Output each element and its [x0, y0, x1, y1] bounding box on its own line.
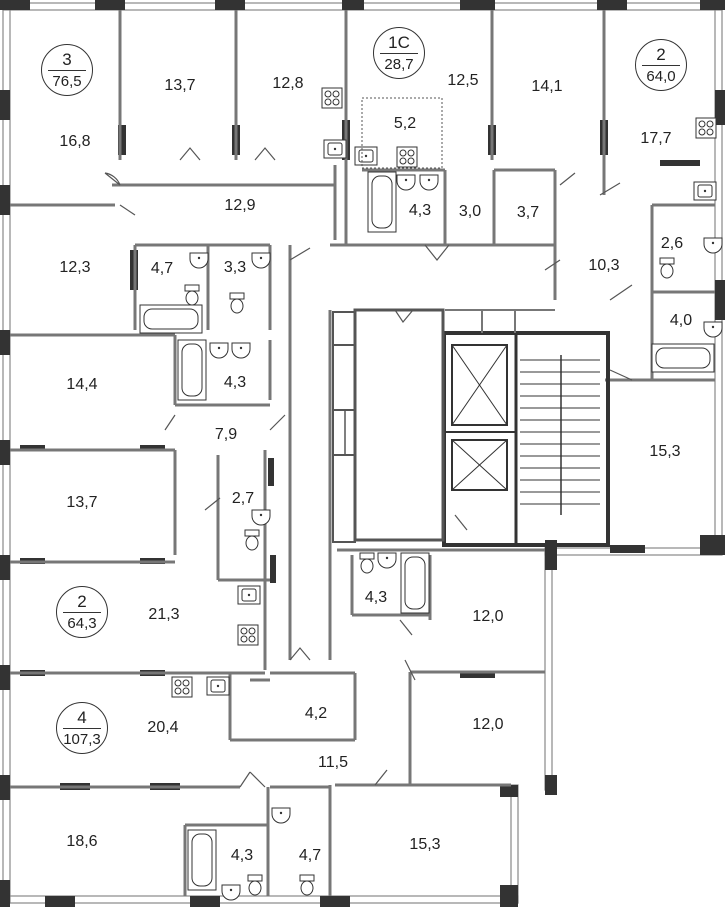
room-area-label: 12,3 [59, 259, 91, 276]
room-area-label: 13,7 [164, 77, 196, 94]
room-area-label: 2,7 [231, 490, 255, 507]
apartment-badge[interactable]: 2 64,0 [635, 39, 687, 91]
apartment-badge[interactable]: 4 107,3 [56, 702, 108, 754]
room-area-label: 4,3 [364, 589, 388, 606]
apartment-badge[interactable]: 1С 28,7 [373, 27, 425, 79]
apartment-area: 76,5 [52, 73, 82, 90]
room-area-label: 20,4 [147, 719, 179, 736]
room-area-label: 12,9 [224, 197, 256, 214]
room-area-label: 3,3 [223, 259, 247, 276]
room-area-label: 4,7 [298, 847, 322, 864]
room-area-label: 4,3 [408, 202, 432, 219]
apartment-area: 64,3 [67, 615, 97, 632]
room-area-label: 3,7 [516, 204, 540, 221]
room-area-label: 18,6 [66, 833, 98, 850]
room-area-label: 12,0 [472, 716, 504, 733]
doors [104, 147, 633, 788]
room-area-label: 12,0 [472, 608, 504, 625]
apartment-badge[interactable]: 3 76,5 [41, 44, 93, 96]
interior-walls [10, 10, 715, 896]
apartment-area: 107,3 [63, 731, 101, 748]
room-area-label: 12,8 [272, 75, 304, 92]
apartment-rooms: 1С [388, 33, 410, 52]
room-area-label: 7,9 [214, 426, 238, 443]
room-area-label: 13,7 [66, 494, 98, 511]
apartment-area: 64,0 [646, 68, 676, 85]
badge-divider [642, 65, 680, 66]
apartment-rooms: 2 [77, 592, 87, 611]
room-area-label: 14,1 [531, 78, 563, 95]
room-area-label: 5,2 [393, 115, 417, 132]
room-area-label: 11,5 [318, 754, 348, 771]
badge-divider [63, 612, 101, 613]
room-area-label: 10,3 [588, 257, 620, 274]
apartment-rooms: 3 [62, 50, 72, 69]
room-area-label: 17,7 [640, 130, 672, 147]
room-area-label: 16,8 [59, 133, 91, 150]
badge-divider [380, 53, 418, 54]
room-area-label: 12,5 [447, 72, 479, 89]
room-area-label: 4,2 [304, 705, 328, 722]
room-area-label: 2,6 [660, 235, 684, 252]
badge-divider [48, 70, 86, 71]
room-area-label: 14,4 [66, 376, 98, 393]
room-area-label: 4,3 [230, 847, 254, 864]
room-area-label: 4,3 [223, 374, 247, 391]
apartment-badge[interactable]: 2 64,3 [56, 586, 108, 638]
badge-divider [63, 728, 101, 729]
room-area-label: 21,3 [148, 606, 180, 623]
room-area-label: 15,3 [409, 836, 441, 853]
apartment-rooms: 2 [656, 45, 666, 64]
room-area-label: 4,7 [150, 260, 174, 277]
apartment-area: 28,7 [384, 56, 414, 73]
building-core [332, 308, 610, 547]
apartment-rooms: 4 [77, 708, 87, 727]
room-area-label: 4,0 [669, 312, 693, 329]
room-area-label: 3,0 [458, 203, 482, 220]
room-area-label: 15,3 [649, 443, 681, 460]
fixtures [139, 87, 723, 901]
